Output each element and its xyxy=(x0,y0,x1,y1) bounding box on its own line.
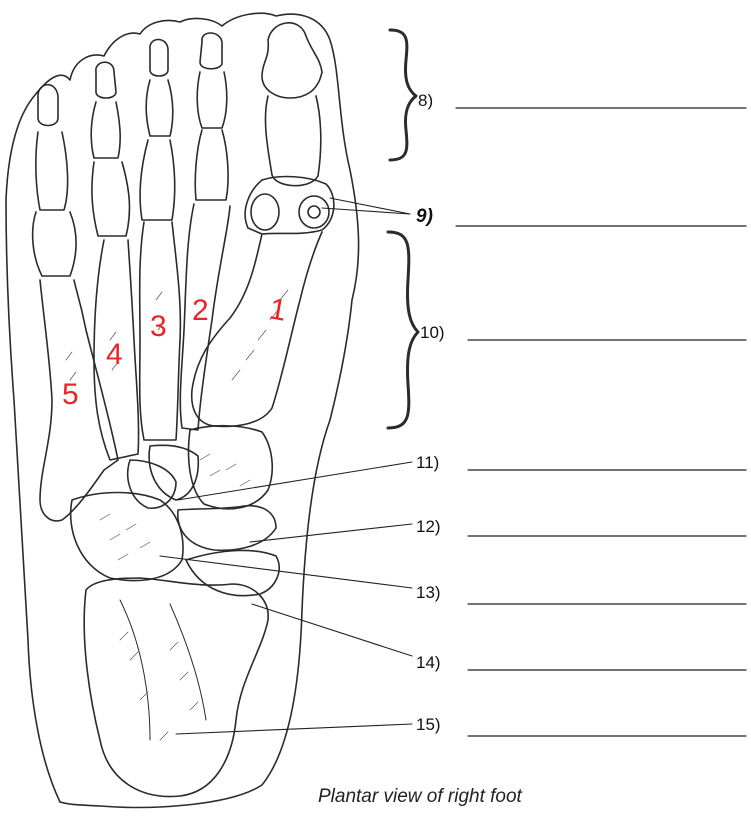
talus xyxy=(186,550,279,595)
answer-lines[interactable] xyxy=(456,108,746,736)
calcaneus xyxy=(84,578,268,797)
bracket-10 xyxy=(388,232,418,428)
fourth-toe-bones xyxy=(91,62,129,236)
foot-outline xyxy=(6,13,359,807)
label-8: 8) xyxy=(418,91,433,110)
cuboid xyxy=(71,493,183,581)
diagram-caption: Plantar view of right foot xyxy=(318,786,522,808)
label-13: 13) xyxy=(416,583,441,602)
digit-number-3: 3 xyxy=(150,310,167,343)
label-15: 15) xyxy=(416,715,441,734)
navicular xyxy=(178,506,276,551)
tarsal-bones xyxy=(71,426,280,596)
metatarsal-5 xyxy=(40,280,118,521)
hallux-bones xyxy=(245,23,334,234)
digit-number-5: 5 xyxy=(62,378,79,411)
label-10: 10) xyxy=(420,323,445,342)
label-9: 9) xyxy=(416,206,433,227)
digit-number-1: 1 xyxy=(267,292,289,327)
digit-number-2: 2 xyxy=(192,294,209,327)
lateral-cuneiform xyxy=(128,460,176,508)
calcaneus-ridge xyxy=(120,600,206,740)
label-numbers: 8) 9) 10) 11) 12) 13) 14) 15) xyxy=(416,91,445,734)
third-toe-bones xyxy=(140,40,175,221)
label-14: 14) xyxy=(416,653,441,672)
digit-number-4: 4 xyxy=(106,338,123,371)
label-12: 12) xyxy=(416,517,441,536)
fifth-toe-bones xyxy=(33,85,76,276)
bracket-8 xyxy=(390,30,416,160)
second-toe-bones xyxy=(195,33,228,200)
label-11: 11) xyxy=(416,453,439,472)
